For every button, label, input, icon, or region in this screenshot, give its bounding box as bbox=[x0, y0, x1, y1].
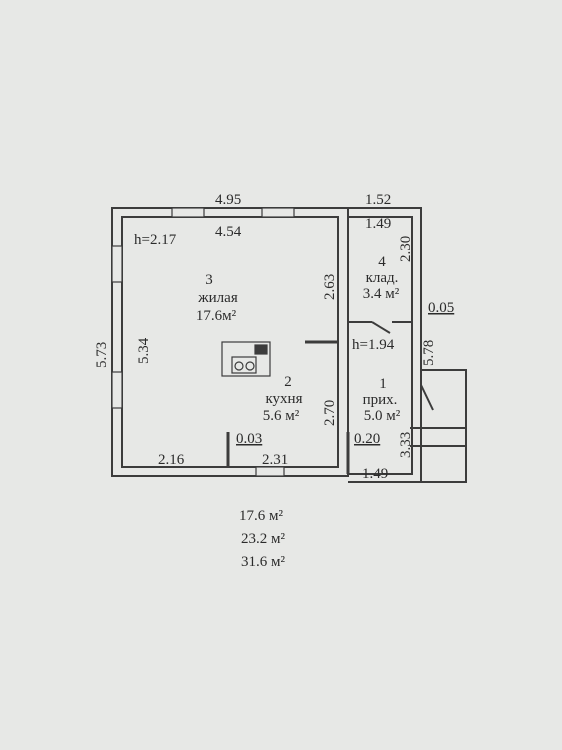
dim-left-inner: 5.34 bbox=[136, 337, 152, 364]
window-bottom bbox=[255, 466, 285, 477]
window-left-2 bbox=[111, 371, 123, 409]
dim-annex-bottom: 1.49 bbox=[362, 466, 388, 482]
total-useful-area: 23.2 м² bbox=[241, 531, 285, 547]
dim-bottom-left: 2.16 bbox=[158, 452, 185, 468]
dim-top-outer: 4.95 bbox=[215, 192, 241, 208]
room-labels: 3 жилая 17.6м² 2 кухня 5.6 м² 4 клад. 3.… bbox=[196, 254, 401, 424]
room-hall-name: прих. bbox=[363, 392, 398, 408]
stove-fire-box bbox=[254, 344, 268, 355]
porch bbox=[421, 369, 467, 483]
room-hall-area: 5.0 м² bbox=[364, 408, 401, 424]
dim-partition-lower: 2.70 bbox=[322, 400, 338, 426]
entrance-door-leaf bbox=[420, 384, 434, 411]
stove-body bbox=[221, 341, 271, 377]
dim-height-main: h=2.17 bbox=[134, 232, 177, 248]
stove bbox=[221, 341, 271, 377]
stove-top bbox=[231, 356, 257, 374]
total-living-area: 17.6 м² bbox=[239, 508, 283, 524]
windows bbox=[111, 207, 295, 477]
total-overall-area: 31.6 м² bbox=[241, 554, 285, 570]
dim-annex-storage-depth: 2.30 bbox=[398, 236, 414, 262]
room-living-name: жилая bbox=[197, 290, 238, 306]
area-totals: 17.6 м² 23.2 м² 31.6 м² bbox=[239, 508, 285, 570]
dim-height-annex: h=1.94 bbox=[352, 337, 395, 353]
main-outer-wall bbox=[111, 207, 349, 477]
window-left-1 bbox=[111, 245, 123, 283]
burner-icon bbox=[234, 361, 244, 371]
room-hall-number: 1 bbox=[379, 376, 387, 392]
dim-annex-stub: 0.20 bbox=[354, 431, 380, 447]
dim-left-outer: 5.73 bbox=[94, 342, 110, 368]
room-storage-number: 4 bbox=[378, 254, 386, 270]
dim-stub-main: 0.03 bbox=[236, 431, 262, 447]
annex-inner-wall bbox=[348, 216, 413, 475]
room-kitchen-name: кухня bbox=[265, 391, 302, 407]
window-top-1 bbox=[171, 207, 205, 218]
dim-annex-hall-depth: 3.33 bbox=[398, 432, 414, 458]
room-storage-area: 3.4 м² bbox=[363, 286, 400, 302]
dim-annex-right: 5.78 bbox=[421, 340, 437, 366]
dimension-labels: 4.95 4.54 h=2.17 5.73 5.34 2.63 2.70 0.0… bbox=[94, 192, 454, 482]
dim-annex-top-inner: 1.49 bbox=[365, 216, 391, 232]
dim-partition-upper: 2.63 bbox=[322, 274, 338, 300]
room-living-area: 17.6м² bbox=[196, 308, 237, 324]
burner-icon bbox=[245, 361, 255, 371]
window-top-2 bbox=[261, 207, 295, 218]
room-living-number: 3 bbox=[205, 272, 213, 288]
dim-annex-top-outer: 1.52 bbox=[365, 192, 391, 208]
storage-door-leaf bbox=[371, 321, 391, 334]
walls bbox=[111, 207, 467, 483]
room-kitchen-number: 2 bbox=[284, 374, 292, 390]
room-storage-name: клад. bbox=[366, 270, 399, 286]
annex-outer-wall bbox=[348, 207, 422, 483]
dim-top-inner: 4.54 bbox=[215, 224, 242, 240]
dim-bottom-mid: 2.31 bbox=[262, 452, 288, 468]
room-kitchen-area: 5.6 м² bbox=[263, 408, 300, 424]
dim-annex-wall: 0.05 bbox=[428, 300, 454, 316]
